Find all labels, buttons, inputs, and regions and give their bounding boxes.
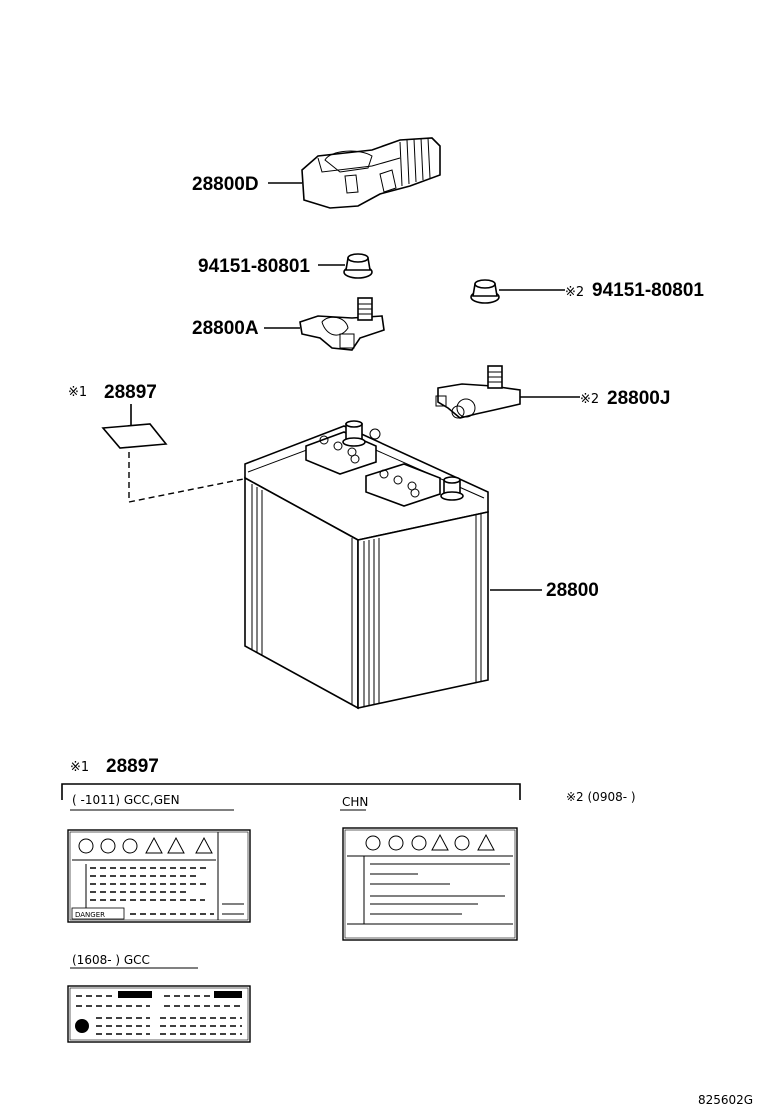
label-sample-gcc bbox=[67, 985, 251, 1043]
terminal-cover-28800D[interactable] bbox=[301, 137, 441, 209]
variant-chn-label: CHN bbox=[342, 795, 368, 809]
part-label-28800[interactable]: 28800 bbox=[546, 580, 599, 601]
part-label-nut-b[interactable]: 94151-80801 bbox=[592, 280, 704, 301]
battery-28800[interactable] bbox=[244, 420, 489, 710]
mark-2-terminal: ※2 bbox=[580, 392, 599, 407]
terminal-28800A[interactable] bbox=[299, 297, 385, 351]
label-sample-chn bbox=[342, 827, 518, 941]
label-sticker-28897[interactable] bbox=[101, 423, 168, 449]
part-label-28800A[interactable]: 28800A bbox=[192, 318, 259, 339]
label-sample-gcc-gen bbox=[67, 829, 251, 923]
variant-1-label: ( -1011) GCC,GEN bbox=[72, 793, 180, 807]
part-label-nut-a[interactable]: 94151-80801 bbox=[198, 256, 310, 277]
detail-mark-1: ※1 bbox=[70, 760, 89, 775]
nut-94151-80801-b[interactable] bbox=[470, 279, 500, 304]
detail-bracket bbox=[61, 783, 521, 800]
label-danger-word: DANGER bbox=[75, 911, 105, 919]
terminal-28800J[interactable] bbox=[435, 365, 521, 419]
variant-2-note: ※2 (0908- ) bbox=[566, 790, 636, 804]
mark-2-nut: ※2 bbox=[565, 285, 584, 300]
part-label-28897[interactable]: 28897 bbox=[104, 382, 157, 403]
part-label-28800J[interactable]: 28800J bbox=[607, 388, 670, 409]
nut-94151-80801-a[interactable] bbox=[343, 253, 373, 279]
variant-3-label: (1608- ) GCC bbox=[72, 953, 150, 967]
mark-1-label: ※1 bbox=[68, 385, 87, 400]
figure-code: 825602G bbox=[698, 1093, 753, 1107]
part-label-28800D[interactable]: 28800D bbox=[192, 174, 259, 195]
detail-heading-28897[interactable]: 28897 bbox=[106, 756, 159, 777]
